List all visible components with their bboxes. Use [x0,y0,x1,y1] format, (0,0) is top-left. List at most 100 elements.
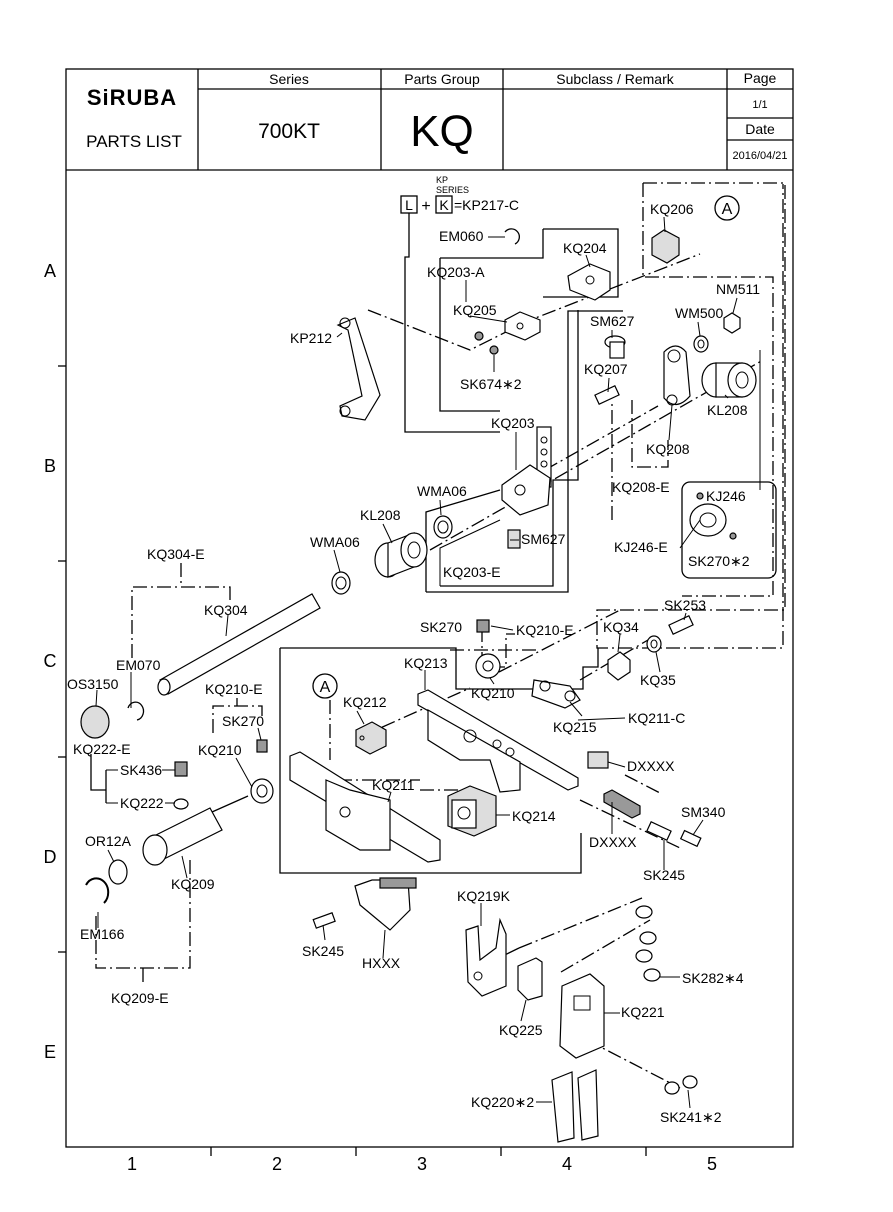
kq206-shape [651,229,680,264]
label-sk674: SK674∗2 [460,376,522,392]
kq221-shape [559,973,605,1059]
label-sm340: SM340 [681,804,726,820]
label-sk436: SK436 [120,762,162,778]
row-marker-a: A [44,261,56,281]
label-em070: EM070 [116,657,161,673]
label-sk270-top: SK270 [420,619,462,635]
label-kq219k: KQ219K [457,888,511,904]
label-or12a: OR12A [85,833,132,849]
date-value: 2016/04/21 [732,150,787,162]
label-kq304: KQ304 [204,602,248,618]
label-kq212: KQ212 [343,694,387,710]
part-labels: KQ206 A EM060 KQ204 KQ203-A KQ205 KP212 … [67,201,760,1125]
label-sm627-top: SM627 [590,313,635,329]
label-kq222: KQ222 [120,795,164,811]
label-wma06-mid: WMA06 [310,534,360,550]
label-kq211-c: KQ211-C [628,710,685,726]
label-kq214: KQ214 [512,808,556,824]
label-os3150: OS3150 [67,676,119,692]
label-kq220: KQ220∗2 [471,1094,534,1110]
label-kq34: KQ34 [603,619,639,635]
label-kq203-a: KQ203-A [427,264,485,280]
label-sk282: SK282∗4 [682,970,744,986]
label-kq203-e: KQ203-E [443,564,501,580]
series-value: 700KT [258,120,320,143]
kp-series-formula: KP SERIES L + K =KP217-C [400,175,519,215]
date-label: Date [745,121,775,137]
hxxx-shape [354,879,411,931]
label-kq210-e-top: KQ210-E [516,622,574,638]
label-nm511: NM511 [716,281,760,297]
label-wma06-top: WMA06 [417,483,467,499]
label-sk270-2: SK270∗2 [688,553,750,569]
kp212-shape [336,317,381,421]
row-marker-b: B [44,456,56,476]
label-em166: EM166 [80,926,125,942]
col-marker-1: 1 [127,1154,137,1174]
label-sk241: SK241∗2 [660,1109,722,1125]
page-value: 1/1 [752,99,767,111]
page-label: Page [744,70,777,86]
formula-box-l: L [405,197,413,213]
part-drawings [80,195,757,1143]
label-kj246: KJ246 [706,488,746,504]
label-sk245-left: SK245 [302,943,344,959]
label-kq222-e: KQ222-E [73,741,131,757]
label-kl208-right: KL208 [707,402,748,418]
column-markers: 1 2 3 4 5 [127,1147,717,1174]
kq204-shape [567,263,611,301]
parts-group-label: Parts Group [404,71,480,87]
label-kq221: KQ221 [621,1004,665,1020]
label-kq210-e-left: KQ210-E [205,681,263,697]
page-frame [65,68,794,1148]
ref-a-circle-top [714,195,740,221]
label-kp212: KP212 [290,330,332,346]
label-kq208-e: KQ208-E [612,479,670,495]
label-kq35: KQ35 [640,672,676,688]
kq215-shape [531,679,581,709]
kq219k-shape [465,917,507,997]
label-dxxxx-top: DXXXX [627,758,675,774]
label-hxxx: HXXX [362,955,401,971]
label-dxxxx-bot: DXXXX [589,834,637,850]
kq212-shape [355,721,387,755]
label-kq211: KQ211 [372,777,415,793]
siruba-logo: SiRUBA [87,85,177,110]
formula-kp: KP [436,175,448,185]
label-kq209: KQ209 [171,876,215,892]
kq220-shape [551,1071,575,1143]
row-marker-d: D [44,847,57,867]
col-marker-5: 5 [707,1154,717,1174]
subclass-label: Subclass / Remark [556,71,674,87]
formula-series: SERIES [436,185,469,195]
formula-box-k: K [439,197,449,213]
label-wm500: WM500 [675,305,723,321]
label-kq206: KQ206 [650,201,694,217]
label-sk253: SK253 [664,597,706,613]
formula-result: =KP217-C [454,197,519,213]
label-kq208: KQ208 [646,441,690,457]
label-kq213: KQ213 [404,655,448,671]
label-kq210-top: KQ210 [471,685,515,701]
label-kq304-e: KQ304-E [147,546,205,562]
ref-a-circle-left [312,673,338,699]
label-kl208-left: KL208 [360,507,401,523]
parts-group-value: KQ [410,107,474,156]
col-marker-2: 2 [272,1154,282,1174]
label-em060: EM060 [439,228,484,244]
row-markers: A B C D E [44,261,66,1062]
series-label: Series [269,71,309,87]
doc-type-title: PARTS LIST [86,132,182,151]
col-marker-3: 3 [417,1154,427,1174]
row-marker-c: C [44,651,57,671]
label-kq203: KQ203 [491,415,535,431]
kq203-shape [501,464,551,516]
label-kj246-e: KJ246-E [614,539,668,555]
label-kq205: KQ205 [453,302,497,318]
formula-plus: + [421,198,430,215]
label-sk245-right: SK245 [643,867,685,883]
ref-a-left: A [320,679,331,696]
row-marker-e: E [44,1042,56,1062]
leader-lines [95,216,738,1109]
